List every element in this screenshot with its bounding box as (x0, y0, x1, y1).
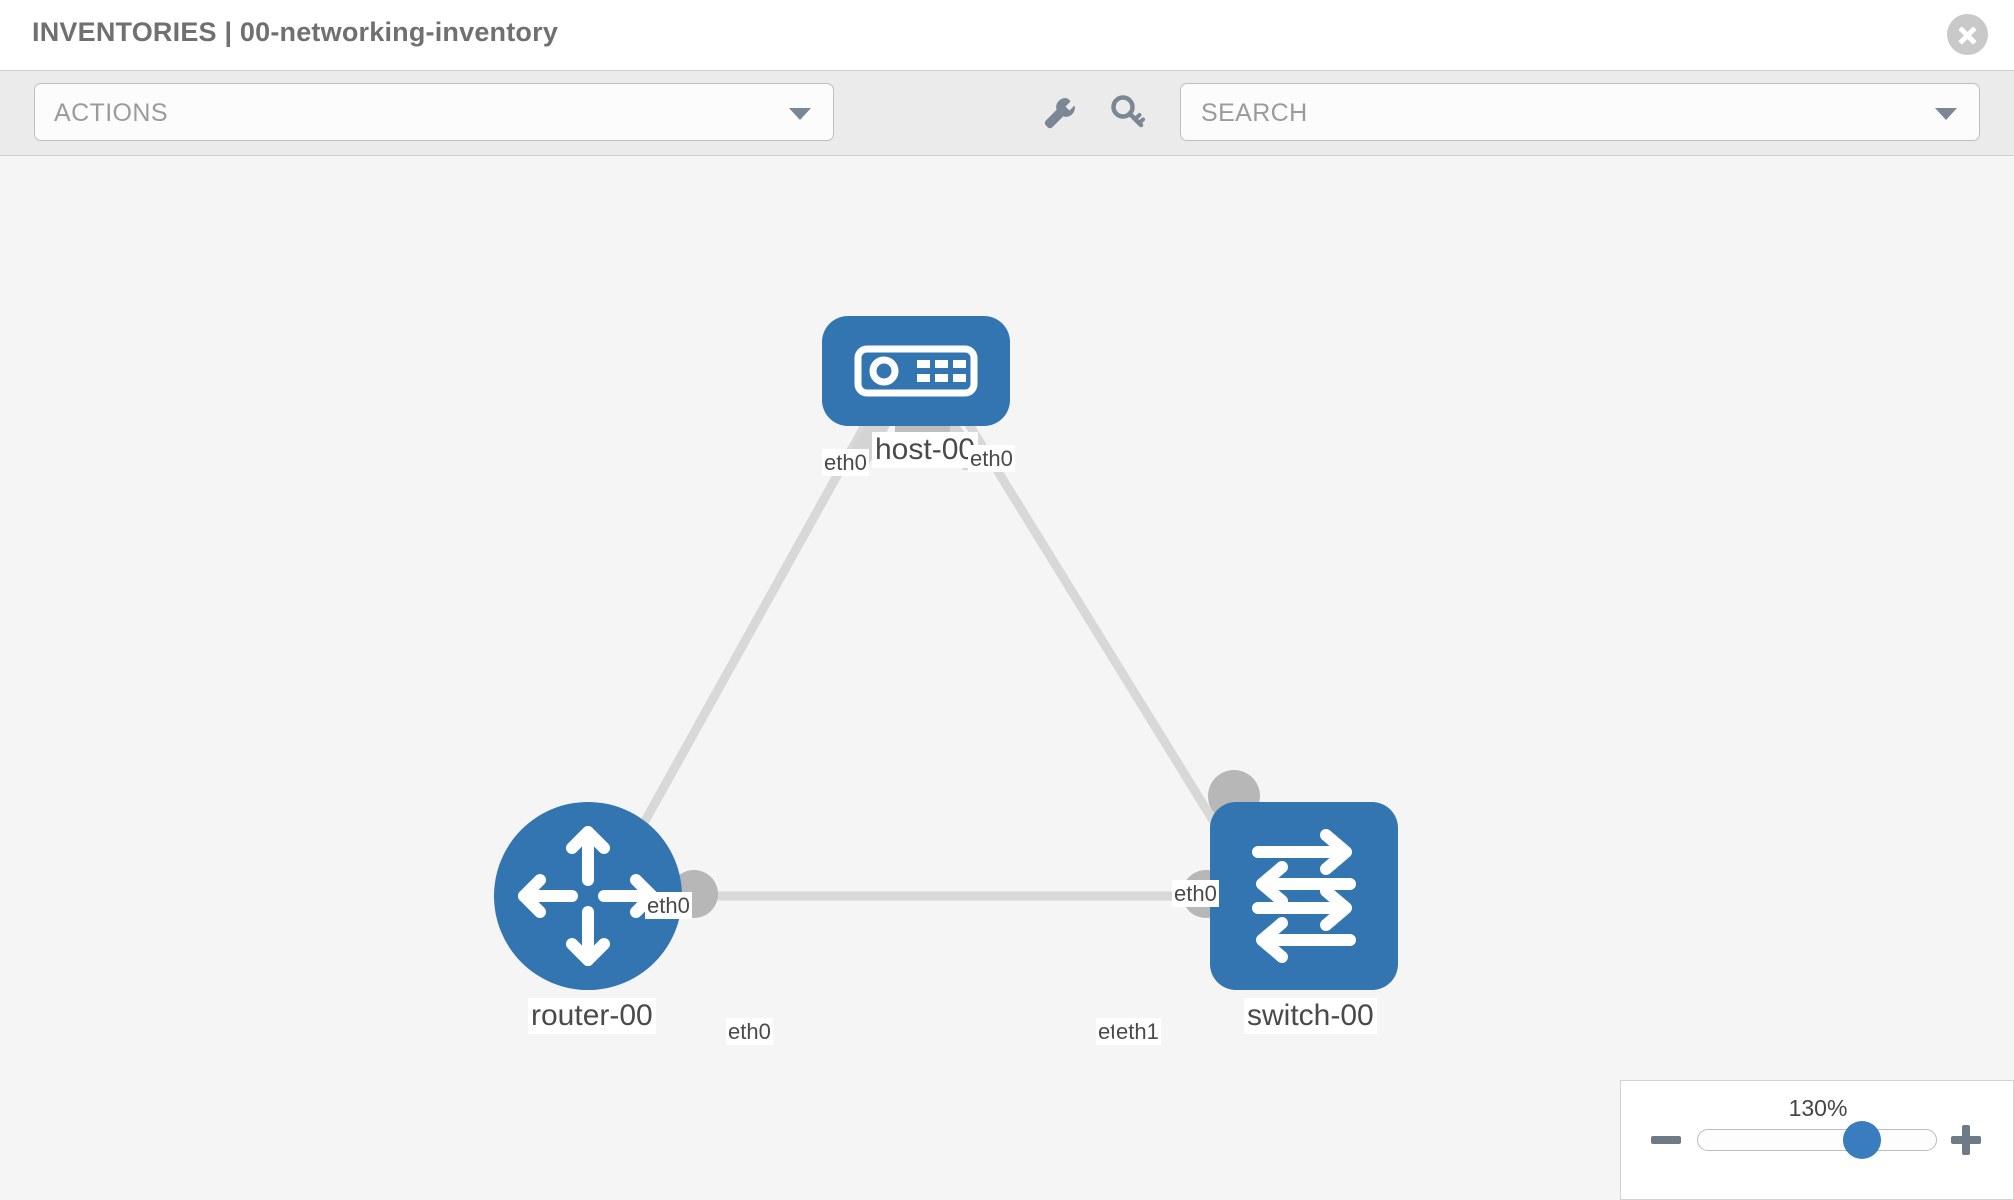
search-input[interactable] (1199, 84, 1903, 142)
minus-icon[interactable] (1649, 1123, 1683, 1157)
iface-label-host-left: eth0 (822, 449, 869, 476)
iface-label-host-right: eth0 (968, 445, 1015, 472)
toolbar: ACTIONS (0, 70, 2014, 156)
zoom-slider-handle[interactable] (1843, 1121, 1881, 1159)
actions-dropdown[interactable]: ACTIONS (34, 83, 834, 141)
zoom-slider-track[interactable] (1697, 1129, 1937, 1151)
search-field-wrapper[interactable] (1180, 83, 1980, 142)
chevron-down-icon[interactable] (1935, 108, 1957, 120)
page-header: INVENTORIES | 00-networking-inventory (0, 0, 2014, 70)
node-host-00[interactable] (822, 316, 1010, 426)
topology-links (596, 381, 1239, 905)
iface-label-router-up: eth0 (645, 892, 692, 919)
server-icon (854, 345, 978, 397)
node-label-router: router-00 (528, 998, 656, 1034)
close-icon[interactable] (1947, 14, 1988, 55)
node-switch-00[interactable] (1210, 802, 1398, 990)
switch-arrows-icon (1252, 829, 1356, 963)
iface-label-switch-up: eth0 (1172, 880, 1219, 907)
topology-canvas[interactable]: host-00 router-00 switch-00 eth0 eth0 et… (0, 156, 2014, 1200)
zoom-level-value: 130% (1788, 1095, 1848, 1121)
node-label-switch: switch-00 (1244, 998, 1377, 1034)
zoom-control-panel: 130% (1620, 1080, 2014, 1200)
key-icon[interactable] (1108, 93, 1148, 133)
plus-icon[interactable] (1949, 1123, 1983, 1157)
actions-dropdown-label: ACTIONS (54, 99, 168, 127)
node-label-host: host-00 (872, 432, 979, 468)
wrench-icon[interactable] (1040, 93, 1080, 133)
chevron-down-icon (789, 108, 811, 120)
page-title: INVENTORIES | 00-networking-inventory (32, 17, 559, 47)
iface-label-router-right: eth0 (726, 1018, 773, 1045)
iface-label-switch-left: eth1 (1114, 1018, 1161, 1045)
